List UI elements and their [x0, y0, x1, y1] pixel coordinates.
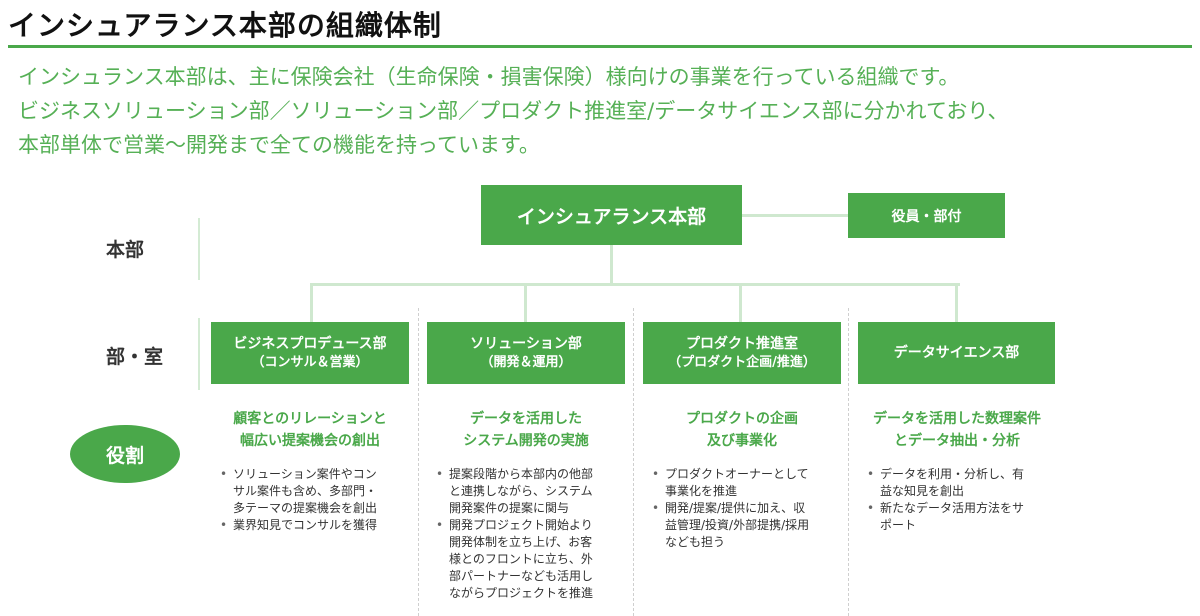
bullet-line: サル案件も含め、多部門・ — [233, 484, 378, 498]
row-label-dept: 部・室 — [106, 346, 164, 368]
role-title-line: 顧客とのリレーションと — [233, 411, 387, 427]
exec-box: 役員・部付 — [848, 193, 1005, 238]
description-line: インシュランス本部は、主に保険会社（生命保険・損害保険）様向けの事業を行っている… — [18, 65, 960, 89]
bullet-line: 様とのフロントに立ち、外 — [449, 552, 593, 566]
row-label-hq: 本部 — [106, 239, 145, 261]
description-line: ビジネスソリューション部／ソリューション部／プロダクト推進室/データサイエンス部… — [18, 99, 1009, 123]
bullet-line: 多テーマの提案機会を創出 — [233, 501, 378, 515]
bullet-line: 業界知見でコンサルを獲得 — [233, 518, 378, 532]
hq-box-label: インシュアランス本部 — [516, 205, 707, 228]
bullet-line: ポート — [880, 518, 917, 532]
connector-exec — [742, 214, 848, 217]
bullet-line: と連携しながら、システム — [449, 484, 593, 498]
title-underline — [8, 45, 1192, 48]
connector-bus — [310, 283, 960, 286]
column-separator — [418, 308, 419, 616]
dept-box-solution: ソリューション部 （開発＆運用） — [427, 322, 625, 384]
role-title-line: システム開発の実施 — [463, 433, 589, 449]
bullet-line: プロダクトオーナーとして — [665, 467, 809, 481]
bullet-line: なども担う — [665, 535, 726, 549]
row-separator — [198, 218, 200, 280]
bullet-item: 開発プロジェクト開始より 開発体制を立ち上げ、お客 様とのフロントに立ち、外 部… — [435, 517, 630, 602]
bullet-line: 益な知見を創出 — [880, 484, 965, 498]
bullet-line: 提案段階から本部内の他部 — [449, 467, 594, 481]
role-title-business-produce: 顧客とのリレーションと 幅広い提案機会の創出 — [211, 408, 409, 452]
description: インシュランス本部は、主に保険会社（生命保険・損害保険）様向けの事業を行っている… — [18, 60, 1188, 162]
dept-name: データサイエンス部 — [893, 345, 1020, 361]
bullet-line: ソリューション案件やコン — [233, 467, 377, 481]
dept-sub: （開発＆運用） — [480, 355, 572, 370]
dept-name: ビジネスプロデュース部 — [233, 336, 387, 352]
dept-box-product: プロダクト推進室 （プロダクト企画/推進） — [643, 322, 841, 384]
column-separator — [633, 308, 634, 616]
column-separator — [848, 308, 849, 616]
bullet-line: 開発プロジェクト開始より — [449, 518, 593, 532]
bullet-line: 開発体制を立ち上げ、お客 — [449, 535, 593, 549]
role-bullets-solution: 提案段階から本部内の他部 と連携しながら、システム 開発案件の提案に関与 開発プ… — [435, 466, 630, 602]
role-title-solution: データを活用した システム開発の実施 — [427, 408, 625, 452]
dept-name: プロダクト推進室 — [686, 336, 798, 352]
role-bullets-data-science: データを利用・分析し、有 益な知見を創出 新たなデータ活用方法をサ ポート — [866, 466, 1061, 534]
role-title-line: 幅広い提案機会の創出 — [240, 433, 380, 449]
connector-branch — [524, 283, 527, 323]
dept-sub: （コンサル＆営業） — [251, 355, 369, 370]
bullet-line: 開発/提案/提供に加え、収 — [665, 501, 806, 515]
bullet-item: ソリューション案件やコン サル案件も含め、多部門・ 多テーマの提案機会を創出 — [219, 466, 414, 517]
connector-trunk — [610, 245, 613, 285]
role-label: 役割 — [70, 425, 180, 483]
bullet-item: 新たなデータ活用方法をサ ポート — [866, 500, 1061, 534]
role-title-line: データを活用した数理案件 — [873, 411, 1041, 427]
role-title-line: データを活用した — [470, 411, 582, 427]
role-bullets-product: プロダクトオーナーとして 事業化を推進 開発/提案/提供に加え、収 益管理/投資… — [651, 466, 846, 551]
bullet-line: 新たなデータ活用方法をサ — [880, 501, 1025, 515]
role-title-line: 及び事業化 — [707, 433, 777, 449]
role-bullets-business-produce: ソリューション案件やコン サル案件も含め、多部門・ 多テーマの提案機会を創出 業… — [219, 466, 414, 534]
bullet-line: 益管理/投資/外部提携/採用 — [665, 518, 810, 532]
bullet-item: 開発/提案/提供に加え、収 益管理/投資/外部提携/採用 なども担う — [651, 500, 846, 551]
connector-branch — [955, 283, 958, 323]
exec-box-label: 役員・部付 — [891, 208, 962, 225]
role-title-product: プロダクトの企画 及び事業化 — [643, 408, 841, 452]
bullet-line: ながらプロジェクトを推進 — [449, 586, 594, 600]
dept-sub: （プロダクト企画/推進） — [668, 355, 816, 370]
bullet-line: 開発案件の提案に関与 — [449, 501, 570, 515]
connector-branch — [739, 283, 742, 323]
bullet-line: 事業化を推進 — [665, 484, 738, 498]
bullet-item: 提案段階から本部内の他部 と連携しながら、システム 開発案件の提案に関与 — [435, 466, 630, 517]
bullet-line: 部パートナーなども活用し — [449, 569, 594, 583]
bullet-line: データを利用・分析し、有 — [880, 467, 1025, 481]
row-separator — [198, 318, 200, 390]
dept-box-business-produce: ビジネスプロデュース部 （コンサル＆営業） — [211, 322, 409, 384]
role-title-data-science: データを活用した数理案件 とデータ抽出・分析 — [850, 408, 1064, 452]
dept-box-data-science: データサイエンス部 — [858, 322, 1055, 384]
dept-name: ソリューション部 — [470, 336, 582, 352]
page-title: インシュアランス本部の組織体制 — [8, 9, 442, 42]
connector-branch — [310, 283, 313, 323]
role-title-line: とデータ抽出・分析 — [894, 433, 1020, 449]
bullet-item: データを利用・分析し、有 益な知見を創出 — [866, 466, 1061, 500]
hq-box: インシュアランス本部 — [481, 185, 742, 245]
bullet-item: プロダクトオーナーとして 事業化を推進 — [651, 466, 846, 500]
description-line: 本部単体で営業〜開発まで全ての機能を持っています。 — [18, 133, 540, 157]
role-title-line: プロダクトの企画 — [686, 411, 798, 427]
bullet-item: 業界知見でコンサルを獲得 — [219, 517, 414, 534]
